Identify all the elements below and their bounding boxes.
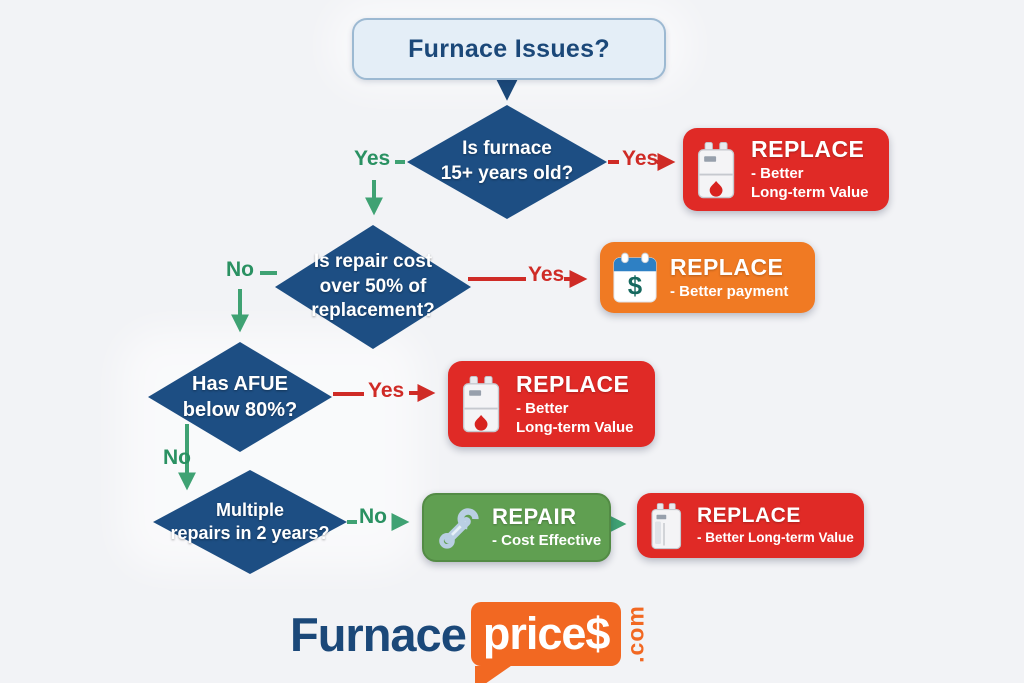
outcome-replace-afue: REPLACE - Better Long-term Value [448,361,655,447]
edge-label-afue-no: No [163,446,191,469]
furnace-icon [460,372,504,436]
outcome-replace-repairs-title: REPLACE [697,504,801,528]
decision-multiple-repairs-label: Multiple repairs in 2 years? [170,499,330,543]
start-node-label: Furnace Issues? [408,34,610,63]
edge-label-cost-yes: Yes [528,263,565,286]
outcome-repair-title: REPAIR [492,504,577,530]
decision-furnace-age: Is furnace 15+ years old? [407,105,607,219]
logo-brand-text: Furnace [290,607,467,661]
decision-repair-cost-label: Is repair cost over 50% of replacement? [311,250,435,322]
outcome-replace-repairs: REPLACE - Better Long-term Value [637,493,864,558]
decision-afue: Has AFUE below 80%? [148,342,332,452]
decision-multiple-repairs: Multiple repairs in 2 years? [153,470,347,574]
logo-bubble-text: price$ [482,608,611,659]
decision-furnace-age-label: Is furnace 15+ years old? [440,138,574,184]
outcome-replace-old: REPLACE - Better Long-term Value [683,128,889,211]
outcome-replace-payment-title: REPLACE [670,253,784,280]
outcome-repair-detail: - Cost Effective [492,532,602,550]
outcome-replace-payment: $ REPLACE - Better payment [600,242,815,313]
outcome-replace-repairs-detail: - Better Long-term Value [697,530,854,546]
start-node: Furnace Issues? [352,18,666,80]
outcome-replace-afue-detail: - Better Long-term Value [516,399,634,436]
svg-text:$: $ [628,272,643,300]
edge-label-age-yes: Yes [622,147,659,170]
edge-label-repairs-no: No [359,505,387,528]
edge-label-afue-yes: Yes [368,379,405,402]
edge-label-cost-no: No [226,258,254,281]
decision-afue-label: Has AFUE below 80%? [182,373,298,421]
logo-tld-text: .com [622,605,649,663]
outcome-replace-old-title: REPLACE [751,136,865,163]
outcome-replace-afue-title: REPLACE [516,370,630,397]
outcome-repair: REPAIR - Cost Effective [422,493,611,562]
decision-repair-cost: Is repair cost over 50% of replacement? [275,225,471,349]
outcome-replace-old-detail: - Better Long-term Value [751,165,869,201]
wrench-icon [436,505,480,551]
calendar-dollar-icon: $ [612,251,658,305]
furnace-icon [695,139,739,201]
furnaceprices-logo: Furnace price$ .com [290,598,651,683]
outcome-replace-payment-detail: - Better payment [670,282,789,300]
furnace-icon [649,500,685,552]
logo-tld: .com [621,598,651,670]
edge-label-age-down: Yes [354,147,391,170]
logo-speech-bubble: price$ [470,602,622,683]
